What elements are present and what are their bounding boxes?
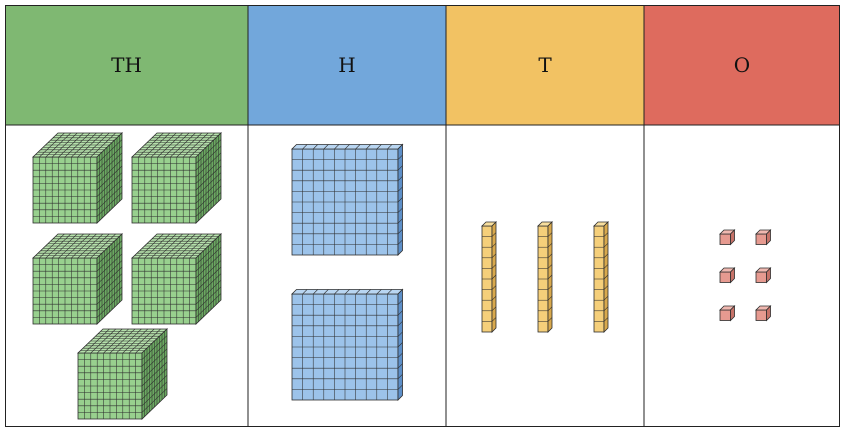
one-cube [719, 267, 736, 284]
ten-rod [537, 221, 553, 333]
ten-rod [481, 221, 497, 333]
thousand-cube [131, 132, 222, 224]
one-cube [755, 267, 772, 284]
header-cell-h [248, 5, 446, 125]
thousand-cube [32, 233, 123, 325]
outer-border [5, 5, 840, 427]
header-cell-th [5, 5, 248, 125]
thousand-cube [77, 328, 168, 420]
header-label-h: H [338, 53, 355, 77]
hundred-flat [291, 143, 404, 256]
ten-rod [593, 221, 609, 333]
hundred-flat [291, 288, 404, 401]
table-grid [5, 5, 840, 427]
header-row: TH H T O [5, 5, 840, 125]
one-cube [755, 305, 772, 322]
header-label-th: TH [111, 53, 142, 77]
header-label-t: T [538, 53, 552, 77]
blocks-area [32, 132, 772, 420]
one-cube [755, 229, 772, 246]
thousand-cube [131, 233, 222, 325]
header-cell-t [446, 5, 644, 125]
header-label-o: O [734, 53, 750, 77]
one-cube [719, 229, 736, 246]
place-value-chart: TH H T O [5, 5, 840, 427]
header-cell-o [644, 5, 840, 125]
thousand-cube [32, 132, 123, 224]
one-cube [719, 305, 736, 322]
